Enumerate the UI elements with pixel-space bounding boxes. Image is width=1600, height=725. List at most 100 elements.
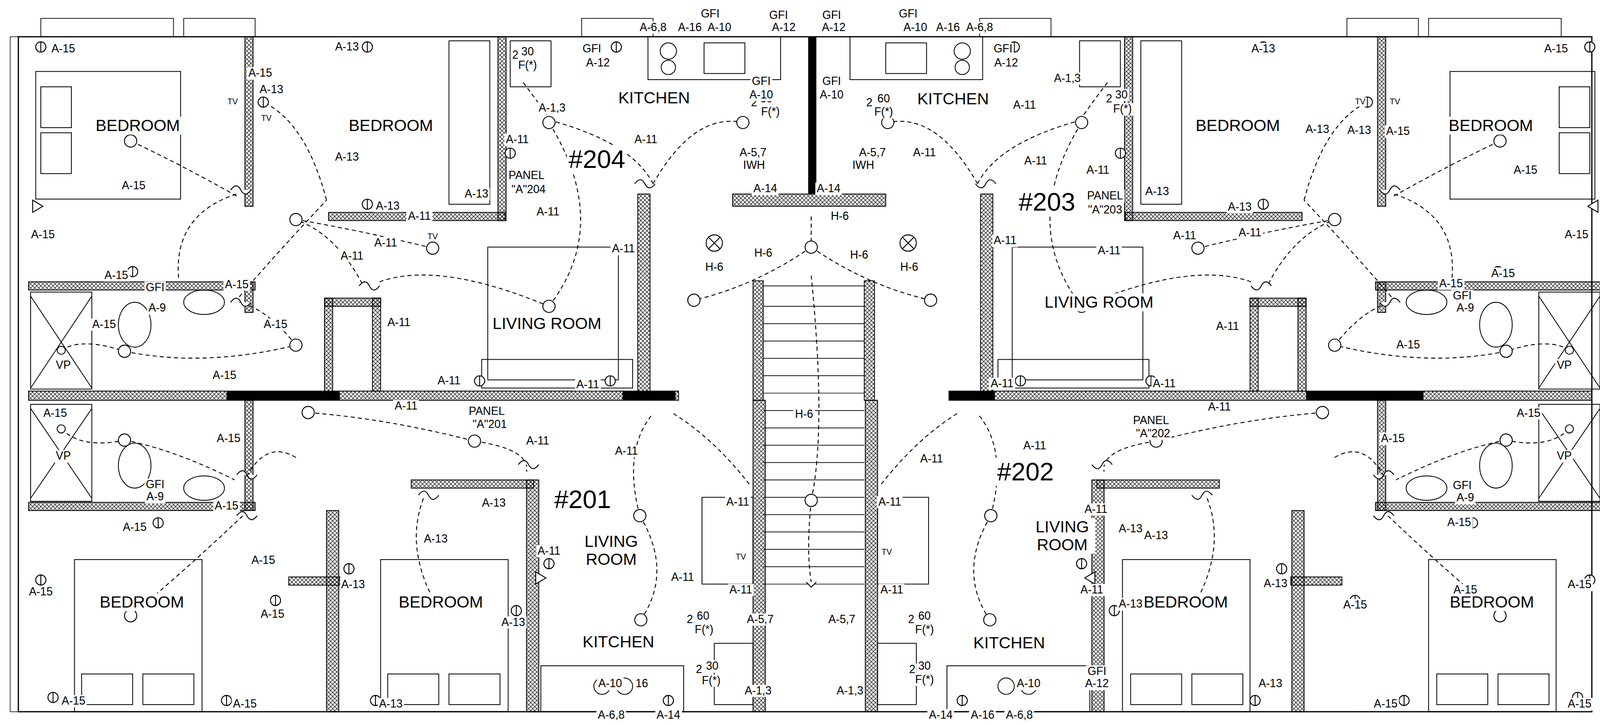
circuit-label: A-10 [901,21,929,34]
circuit-label: F(*) [1111,102,1134,115]
circuit-label: A-15 [1437,277,1465,290]
circuit-label: A-10 [705,21,733,34]
circuit-label: A-13 [333,150,361,164]
room-name: BEDROOM [397,592,485,611]
circuit-label: A-11 [1082,503,1109,516]
circuit-label: A-13 [1142,529,1170,542]
circuit-label: A-11 [724,495,751,508]
circuit-label: A-11 [436,374,462,387]
circuit-label: H-6 [898,261,920,274]
circuit-label: A-11 [1151,377,1177,390]
circuit-label: 60 [916,610,933,623]
circuit-label: F(*) [913,673,936,686]
circuit-label: A-13 [463,187,490,200]
circuit-label: A-15 [1445,516,1473,529]
circuit-label: A-1,3 [743,684,773,697]
circuit-label: GFI [699,8,722,21]
room-name: BEDROOM [347,116,435,135]
circuit-label: A-12 [992,57,1020,70]
circuit-label: F(*) [516,59,539,72]
circuit-label: A-12 [770,21,798,34]
circuit-label: 30 [704,660,720,673]
plan-element [763,285,865,584]
circuit-label: A-11 [1011,98,1038,112]
circuit-label: A-11 [535,206,561,219]
circuit-label: A-11 [1214,320,1241,333]
device-tag: TV [1353,97,1367,107]
circuit-label: 2 [694,663,704,676]
plan-element [806,581,817,588]
circuit-label: PANEL [1085,189,1125,202]
plan-element [687,293,701,307]
unit-number: #204 [567,145,627,174]
circuit-label: GFI [1086,665,1109,678]
circuit-label: A-11 [633,133,659,146]
circuit-label: A-15 [90,318,118,331]
circuit-label: A-15 [1563,228,1590,241]
circuit-label: A-11 [1078,583,1105,596]
circuit-label: A-15 [249,554,277,567]
circuit-label: A-13 [480,496,508,509]
circuit-label: IWH [741,159,767,172]
circuit-label: H-6 [848,248,870,262]
circuit-label: A-10 [596,677,624,690]
plan-element [948,391,996,401]
circuit-label: "A"204 [509,183,547,196]
plan-element [1428,18,1562,37]
circuit-label: A-13 [1345,124,1373,137]
circuit-label: A-10 [748,88,775,101]
circuit-label: A-15 [1341,599,1369,612]
circuit-label: A-15 [1379,432,1407,445]
device-tag: TV [880,547,894,557]
circuit-label: A-11 [406,210,433,223]
circuit-label: A-15 [1566,578,1593,591]
circuit-label: A-11 [877,495,903,508]
circuit-label: A-5,7 [857,146,888,160]
room-name: KITCHEN [616,88,692,107]
circuit-label: A-11 [727,583,754,596]
circuit-label: A-11 [536,544,562,557]
plan-element [28,36,781,392]
room-name: LIVING ROOM [578,532,645,569]
plan-element [808,36,817,195]
circuit-label: A-13 [1257,677,1284,690]
circuit-label: 30 [1113,88,1130,101]
circuit-label: 16 [634,677,650,690]
plan-element [28,400,766,712]
circuit-label: A-13 [1262,577,1290,590]
circuit-label: A-16 [934,21,962,34]
circuit-label: H-6 [703,261,725,274]
circuit-label: VP [1555,449,1574,462]
plan-element [752,280,764,401]
circuit-label: PANEL [467,405,507,418]
circuit-label: A-6,8 [964,21,995,34]
circuit-label: GFI [1451,479,1474,492]
room-name: LIVING ROOM [490,314,603,333]
circuit-label: A-15 [246,67,274,80]
plan-element [811,275,819,501]
circuit-label: H-6 [752,246,774,260]
circuit-label: "A"203 [1086,204,1124,217]
circuit-label: A-15 [215,432,243,445]
circuit-label: "A"201 [471,418,508,431]
circuit-label: A-11 [524,434,551,447]
circuit-label: A-11 [393,399,420,412]
circuit-label: A-15 [41,407,69,420]
circuit-label: A-15 [27,585,55,598]
circuit-label: A-15 [1372,698,1400,711]
plan-element [10,36,19,712]
circuit-label: A-1,3 [1052,72,1082,85]
room-name: BEDROOM [97,592,186,611]
plan-element [763,285,865,286]
circuit-label: A-13 [333,40,361,53]
plan-element [687,234,937,588]
circuit-label: A-11 [610,242,637,255]
unit-number: #201 [553,485,613,514]
circuit-label: A-13 [339,578,367,591]
circuit-label: A-11 [911,146,938,160]
circuit-label: A-16 [676,21,703,34]
plan-element [732,194,886,207]
circuit-label: A-15 [231,698,259,711]
circuit-label: A-11 [879,583,905,596]
circuit-label: "A"202 [1134,427,1172,440]
